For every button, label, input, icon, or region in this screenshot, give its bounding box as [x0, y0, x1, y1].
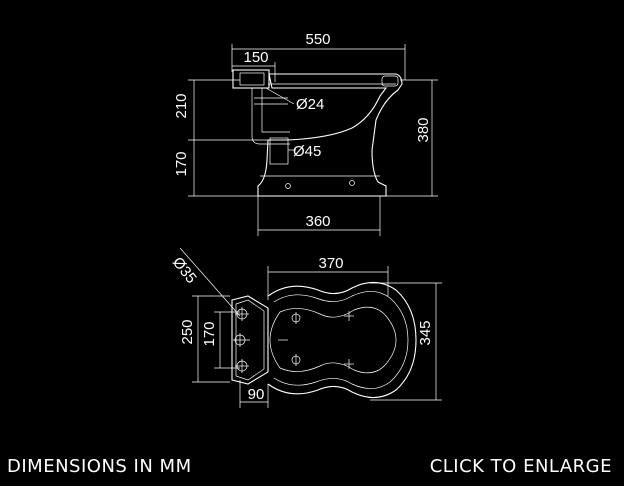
dim-label-380: 380: [415, 117, 432, 142]
dim-cistern-offset: 150: [232, 49, 276, 82]
dim-label-170: 170: [173, 151, 190, 176]
dim-label-250: 250: [179, 319, 196, 344]
dim-label-d45: Ø45: [293, 143, 321, 160]
dim-label-360: 360: [305, 213, 330, 230]
dim-total-height: 380: [380, 79, 438, 197]
dim-heights-left: 210 170: [173, 79, 268, 197]
dim-bracket-height: 250: [179, 295, 230, 383]
dim-label-345: 345: [417, 320, 434, 345]
units-caption: DIMENSIONS IN MM: [7, 456, 192, 477]
dim-bracket-width: 90: [239, 380, 269, 408]
dim-base-width: 360: [257, 196, 381, 236]
wc-plan-body: [231, 281, 417, 399]
dim-label-170-plan: 170: [201, 321, 218, 346]
dim-label-550: 550: [305, 31, 330, 48]
dim-label-90: 90: [248, 386, 265, 403]
wc-side-body: [232, 69, 403, 197]
dim-pan-depth: 345: [370, 282, 442, 401]
dim-overall-width: 550: [231, 31, 406, 80]
leader-bolt: [179, 247, 241, 317]
dim-pan-width: 370: [267, 255, 389, 300]
leader-inlet: [265, 87, 295, 105]
side-elevation-view: 550 150 210 170 380: [173, 31, 438, 236]
dim-label-210: 210: [173, 93, 190, 118]
enlarge-link[interactable]: CLICK TO ENLARGE: [429, 456, 612, 477]
dim-label-d24: Ø24: [296, 96, 324, 113]
plan-view: 370 345 250 170 Ø35: [169, 247, 442, 408]
dim-label-150: 150: [243, 49, 268, 66]
dim-label-d35: Ø35: [169, 254, 200, 287]
dim-label-370: 370: [318, 255, 343, 272]
